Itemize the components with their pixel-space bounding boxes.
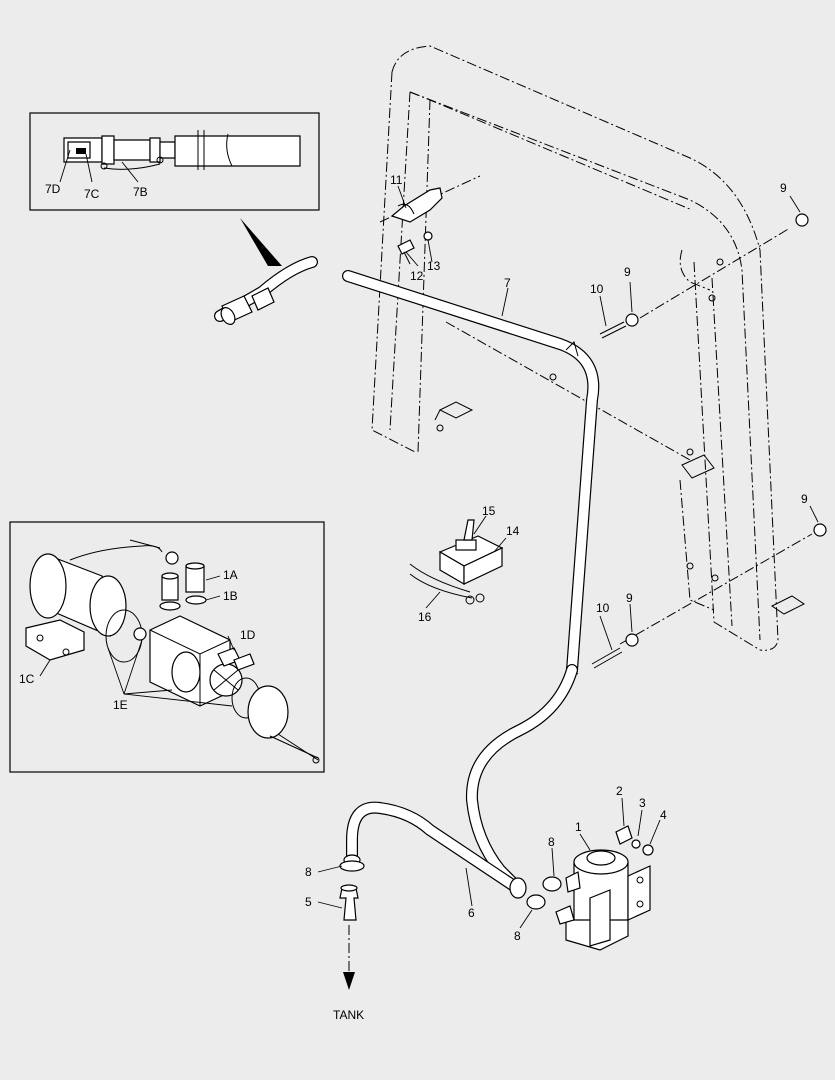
label-7D: 7D	[45, 182, 61, 196]
label-1A: 1A	[223, 568, 238, 582]
label-7: 7	[504, 276, 511, 290]
label-10-lower: 10	[596, 601, 610, 615]
label-5: 5	[305, 895, 312, 909]
label-8-lower: 8	[514, 929, 521, 943]
label-1: 1	[575, 820, 582, 834]
label-4: 4	[660, 808, 667, 822]
label-6: 6	[468, 906, 475, 920]
pump-1	[555, 825, 654, 951]
label-12: 12	[410, 269, 424, 283]
inset-pump-exploded: 1A 1B 1D 1C 1E	[9, 521, 325, 773]
label-8-pump: 8	[548, 835, 555, 849]
label-14: 14	[506, 524, 520, 538]
label-8-tank: 8	[305, 865, 312, 879]
label-16: 16	[418, 610, 432, 624]
label-10-upper: 10	[590, 282, 604, 296]
label-9-mid-upper: 9	[624, 265, 631, 279]
label-11: 11	[390, 173, 403, 187]
hose-6	[343, 664, 578, 899]
leader-lines	[317, 185, 819, 929]
label-3: 3	[639, 796, 646, 810]
detail-arrow	[240, 218, 282, 266]
label-9-mid-lower: 9	[626, 591, 633, 605]
label-2: 2	[616, 784, 623, 798]
label-7B: 7B	[133, 185, 148, 199]
label-9-top-right: 9	[780, 181, 787, 195]
clamp-11	[390, 187, 443, 265]
label-1E: 1E	[113, 698, 128, 712]
label-9-right: 9	[801, 492, 808, 506]
label-1C: 1C	[19, 672, 35, 686]
label-1B: 1B	[223, 589, 238, 603]
label-tank: TANK	[333, 1008, 364, 1022]
clamps-8-fitting-5	[339, 860, 562, 921]
switch-assembly	[409, 519, 504, 605]
bolts-10-nuts-9	[591, 213, 827, 669]
part-labels: 11 12 13 7 10 9 9 9 9 10 15 14 16 1 2 3 …	[305, 173, 808, 1022]
tank-arrow	[343, 925, 355, 990]
label-13: 13	[427, 259, 441, 273]
inset-hose-end: 7D 7C 7B	[29, 112, 320, 211]
rops-frame	[371, 45, 805, 651]
label-7C: 7C	[84, 187, 100, 201]
label-15: 15	[482, 504, 496, 518]
label-1D: 1D	[240, 628, 256, 642]
